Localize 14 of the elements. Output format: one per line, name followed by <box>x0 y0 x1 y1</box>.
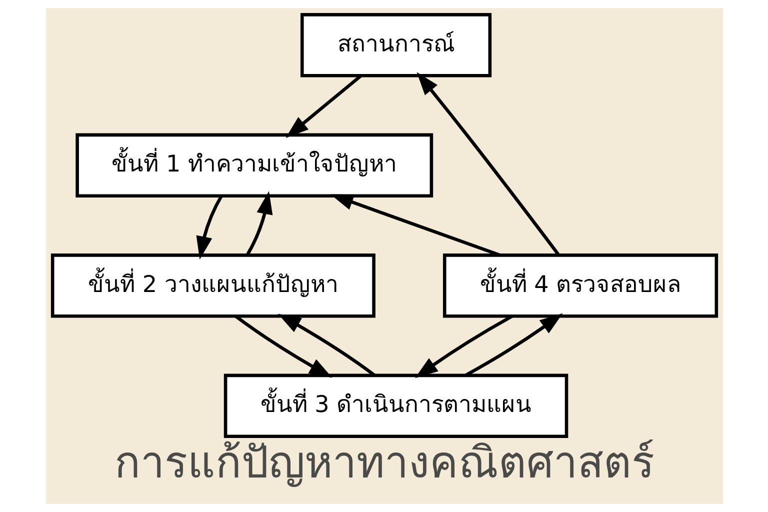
node-box: ขั้นที่ 3 ดำเนินการตามแผน <box>223 374 568 438</box>
diagram-title: การแก้ปัญหาทางคณิตศาสตร์ <box>114 438 654 488</box>
node-box: ขั้นที่ 2 วางแผนแก้ปัญหา <box>50 254 375 318</box>
arrow <box>196 195 222 260</box>
arrow <box>416 72 560 256</box>
arrow <box>277 314 376 377</box>
arrow <box>234 314 332 378</box>
arrow <box>285 74 362 138</box>
arrow <box>464 313 562 377</box>
arrow <box>414 314 512 378</box>
arrow <box>246 191 272 256</box>
node-box: สถานการณ์ <box>300 13 492 78</box>
node-box: ขั้นที่ 1 ทำความเข้าใจปัญหา <box>75 133 433 198</box>
node-box: ขั้นที่ 4 ตรวจสอบผล <box>442 254 718 318</box>
